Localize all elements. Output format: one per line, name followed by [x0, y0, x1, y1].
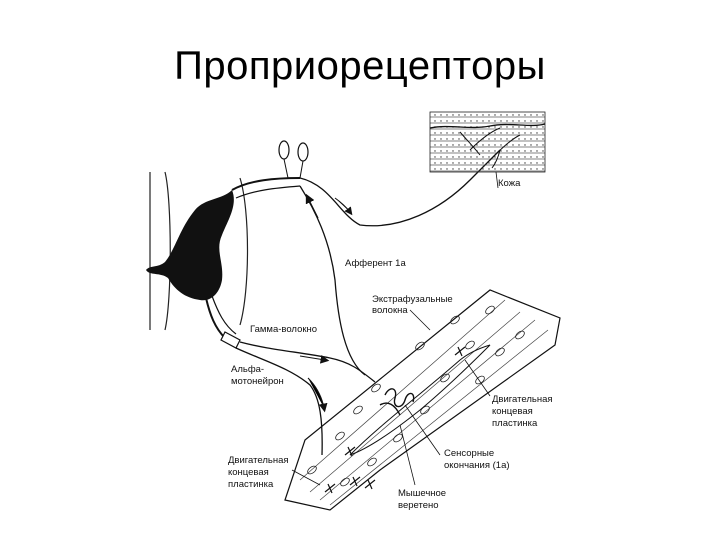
label-sensory-2: окончания (1а) — [444, 460, 510, 471]
label-endplate-left-2: концевая — [228, 467, 269, 478]
muscle-block — [284, 289, 561, 511]
muscle-spindle — [349, 344, 491, 456]
label-endplate-right-2: концевая — [492, 406, 533, 417]
page-title: Проприорецепторы — [174, 44, 546, 88]
sensory-ending — [379, 388, 415, 416]
dorsal-root — [231, 140, 309, 199]
leader-lines — [291, 171, 499, 486]
label-spindle-2: веретено — [398, 500, 439, 511]
label-alpha-2: мотонейрон — [231, 376, 284, 387]
label-spindle-1: Мышечное — [398, 488, 446, 499]
gamma-fiber — [239, 341, 376, 383]
afferent-fiber — [299, 149, 501, 376]
label-gamma: Гамма-волокно — [250, 324, 317, 335]
ganglion-cell — [278, 140, 290, 160]
skin-diagram — [429, 111, 546, 173]
motor-endplate — [324, 346, 466, 494]
ganglion-cell — [297, 142, 309, 162]
label-extrafusal-2: волокна — [372, 305, 408, 316]
label-endplate-right-1: Двигательная — [492, 394, 553, 405]
label-endplate-left-3: пластинка — [228, 479, 274, 490]
label-sensory-1: Сенсорные — [444, 448, 494, 459]
label-skin: Кожа — [498, 178, 521, 189]
label-afferent: Афферент 1а — [345, 258, 406, 269]
label-endplate-right-3: пластинка — [492, 418, 538, 429]
label-extrafusal-1: Экстрафузальные — [372, 294, 453, 305]
muscle-nuclei — [307, 305, 525, 487]
spinal-cord — [146, 171, 249, 331]
grey-matter — [146, 190, 234, 301]
label-alpha-1: Альфа- — [231, 364, 264, 375]
label-endplate-left-1: Двигательная — [228, 455, 289, 466]
